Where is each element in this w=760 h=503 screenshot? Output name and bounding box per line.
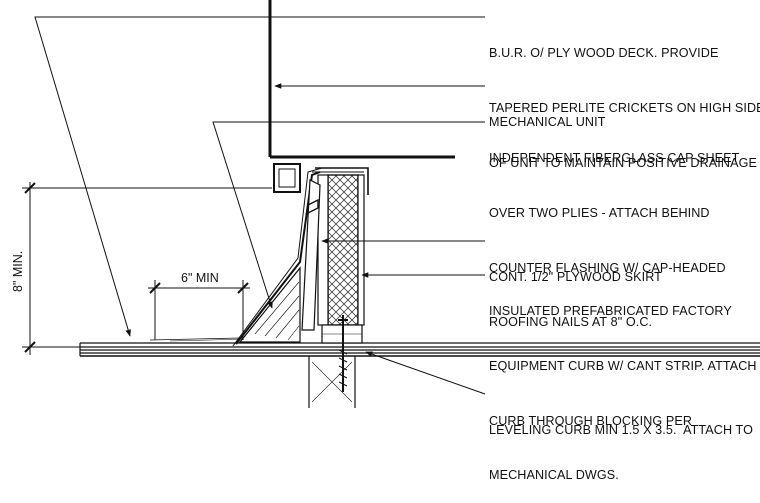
note-line: TAPERED PERLITE CRICKETS ON HIGH SIDE [489,101,760,116]
note-line: B.U.R. O/ PLY WOOD DECK. PROVIDE [489,46,719,61]
note-line: INDEPENDENT FIBERGLASS CAP SHEET [489,151,740,166]
note-line: MECHANICAL DWGS. [489,468,619,483]
width-dimension-label: 6" MIN [181,271,219,285]
note-line: CONT. 1/2" PLYWOOD SKIRT [489,270,662,285]
note-cap-sheet: INDEPENDENT FIBERGLASS CAP SHEET OVER TW… [489,113,739,350]
note-line: COUNTER FLASHING W/ CAP-HEADED [489,260,726,275]
note-line: OVER TWO PLIES - ATTACH BEHIND [489,206,710,221]
height-dimension [22,182,272,355]
leader-lines [34,16,486,395]
note-line: MECHANICAL UNIT [489,115,606,130]
note-line: ROOFING NAILS AT 8" O.C. [489,315,653,330]
note-leveling-curb: LEVELING CURB MIN 1.5 X 3.5. ATTACH TO [489,385,753,458]
mechanical-unit [268,0,455,159]
roof-deck [79,337,760,357]
note-roof-deck: B.U.R. O/ PLY WOOD DECK. PROVIDE TAPERED… [489,8,760,190]
note-line: EQUIPMENT CURB W/ CANT STRIP. ATTACH [489,359,757,374]
note-mechanical-unit: MECHANICAL UNIT [489,77,606,150]
width-dimension [148,280,250,340]
note-plywood-skirt: CONT. 1/2" PLYWOOD SKIRT [489,232,662,305]
roof-curb-detail-drawing: 8" MIN. 6" MIN [11,0,760,408]
leveling-curb [308,315,363,408]
equipment-curb [273,163,369,331]
note-line: INSULATED PREFABRICATED FACTORY [489,304,732,319]
height-dimension-label: 8" MIN. [11,251,25,292]
note-line: LEVELING CURB MIN 1.5 X 3.5. ATTACH TO [489,423,754,438]
note-line: OF UNIT TO MAINTAIN POSITIVE DRAINAGE [489,155,757,170]
